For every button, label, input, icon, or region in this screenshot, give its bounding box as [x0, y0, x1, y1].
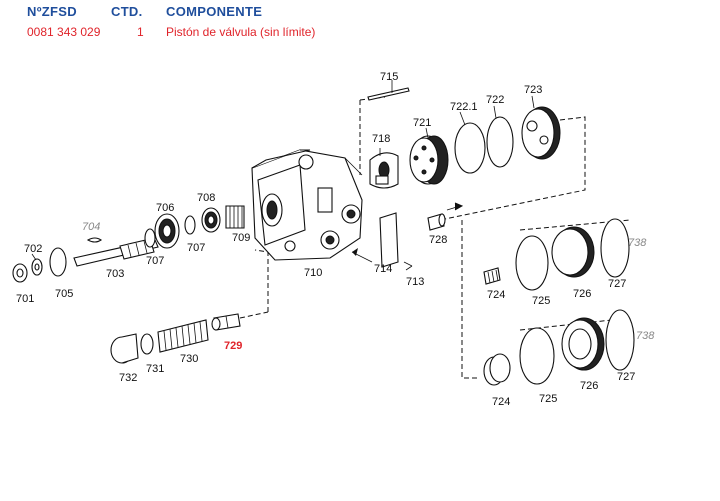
part-709 — [225, 205, 245, 229]
label-703: 703 — [106, 268, 124, 280]
label-727b: 727 — [617, 371, 635, 383]
label-714: 714 — [374, 263, 392, 275]
item-name: Pistón de válvula (sin límite) — [166, 25, 316, 39]
label-725b: 725 — [539, 393, 557, 405]
label-704: 704 — [82, 221, 100, 233]
part-730-spring — [157, 319, 209, 353]
label-709: 709 — [232, 232, 250, 244]
part-727a — [600, 218, 630, 278]
label-732: 732 — [119, 372, 137, 384]
part-705 — [49, 247, 67, 277]
label-723: 723 — [524, 84, 542, 96]
part-722 — [486, 116, 514, 168]
label-731: 731 — [146, 363, 164, 375]
label-725a: 725 — [532, 295, 550, 307]
part-724a — [483, 267, 501, 285]
part-722-1 — [454, 122, 486, 174]
part-718 — [369, 152, 399, 189]
label-738b: 738 — [636, 330, 655, 342]
label-729: 729 — [224, 340, 242, 352]
label-718: 718 — [372, 133, 390, 145]
label-726a: 726 — [573, 288, 591, 300]
part-702 — [31, 258, 43, 276]
part-707a — [144, 228, 156, 248]
header-code: NºZFSD — [27, 4, 77, 19]
part-729-valve-piston — [211, 313, 241, 331]
label-702: 702 — [24, 243, 42, 255]
part-715 — [367, 87, 410, 101]
part-701 — [12, 263, 28, 283]
part-704 — [86, 237, 102, 243]
part-706 — [154, 213, 180, 249]
part-703 — [73, 238, 159, 267]
part-724b — [483, 353, 511, 386]
part-725b — [519, 327, 555, 385]
part-708 — [201, 207, 221, 233]
label-724a: 724 — [487, 289, 505, 301]
part-726b — [561, 317, 605, 371]
label-721: 721 — [413, 117, 431, 129]
part-707b — [184, 215, 196, 235]
label-713: 713 — [406, 276, 424, 288]
label-738a: 738 — [628, 237, 647, 249]
label-701: 701 — [16, 293, 34, 305]
part-723 — [521, 106, 561, 160]
header-component: COMPONENTE — [166, 4, 263, 19]
label-707a: 707 — [146, 255, 164, 267]
item-qty: 1 — [137, 25, 144, 39]
part-726a — [551, 226, 595, 278]
part-721 — [409, 135, 449, 185]
part-710-housing — [251, 149, 363, 261]
label-722-1: 722.1 — [450, 101, 478, 113]
label-726b: 726 — [580, 380, 598, 392]
part-725a — [515, 235, 549, 291]
label-730: 730 — [180, 353, 198, 365]
label-707b: 707 — [187, 242, 205, 254]
label-724b: 724 — [492, 396, 510, 408]
item-code: 0081 343 029 — [27, 25, 101, 39]
label-722: 722 — [486, 94, 504, 106]
label-728: 728 — [429, 234, 447, 246]
header-qty: CTD. — [111, 4, 143, 19]
part-731 — [140, 333, 154, 355]
part-732 — [110, 333, 139, 364]
label-715: 715 — [380, 71, 398, 83]
part-727b — [605, 309, 635, 371]
part-728 — [427, 213, 446, 231]
part-714 — [379, 212, 399, 268]
label-705: 705 — [55, 288, 73, 300]
label-706: 706 — [156, 202, 174, 214]
label-708: 708 — [197, 192, 215, 204]
label-710: 710 — [304, 267, 322, 279]
label-727a: 727 — [608, 278, 626, 290]
assembly-line-729 — [254, 249, 269, 312]
part-713 — [403, 261, 413, 267]
